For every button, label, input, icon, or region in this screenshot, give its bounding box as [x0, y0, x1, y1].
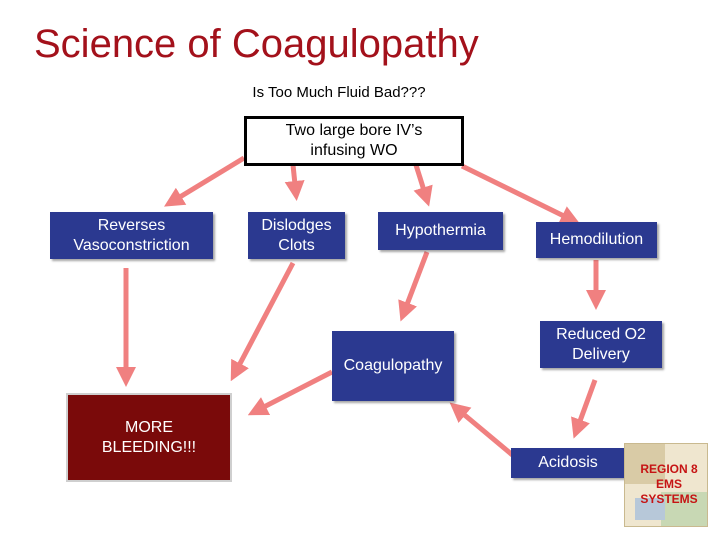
node-reduced-o2-delivery: Reduced O2 Delivery [540, 321, 662, 368]
node-hypothermia: Hypothermia [378, 212, 503, 250]
node-dislodges-clots-label: Dislodges Clots [261, 216, 332, 254]
arrow-acidosis-to-coagulopathy [449, 402, 518, 460]
arrow-start-to-reverses [164, 155, 246, 207]
arrow-reduced-o2-to-acidosis [571, 379, 598, 439]
logo-map-region-a [625, 444, 665, 484]
node-two-large-bore-ivs-label: Two large bore IV’s infusing WO [285, 122, 423, 159]
node-reverses-vasoconstriction: Reverses Vasoconstriction [50, 212, 213, 259]
logo-text: REGION 8 EMS SYSTEMS [631, 462, 707, 507]
logo-line-1: REGION 8 [640, 462, 698, 476]
node-acidosis: Acidosis [511, 448, 625, 478]
logo-map-region-c [635, 498, 665, 520]
arrow-coagulopathy-to-bleeding [247, 369, 334, 416]
node-reduced-o2-delivery-label: Reduced O2 Delivery [556, 325, 646, 363]
node-more-bleeding: MORE BLEEDING!!! [66, 393, 232, 482]
arrow-dislodges-to-bleeding [230, 261, 296, 382]
arrow-start-to-dislodges [284, 164, 305, 201]
node-two-large-bore-ivs: Two large bore IV’s infusing WO [244, 116, 464, 166]
slide-subtitle: Is Too Much Fluid Bad??? [252, 84, 426, 101]
node-hypothermia-label: Hypothermia [395, 222, 486, 239]
node-reverses-vasoconstriction-label: Reverses Vasoconstriction [73, 216, 190, 254]
node-coagulopathy-label: Coagulopathy [343, 357, 443, 374]
slide-title: Science of Coagulopathy [34, 22, 479, 66]
node-hemodilution: Hemodilution [536, 222, 657, 258]
arrow-start-to-hypothermia [413, 164, 433, 207]
node-dislodges-clots: Dislodges Clots [248, 212, 345, 259]
logo-line-3: SYSTEMS [640, 492, 698, 506]
arrow-hypothermia-to-coagulopathy [398, 251, 430, 322]
logo-line-2: EMS [655, 477, 682, 491]
node-coagulopathy: Coagulopathy [332, 331, 454, 401]
logo-map-region-b [661, 492, 707, 526]
region-8-ems-logo: REGION 8 EMS SYSTEMS [624, 443, 708, 527]
node-hemodilution-label: Hemodilution [549, 231, 644, 248]
arrow-start-to-hemodilution [460, 163, 581, 225]
node-acidosis-label: Acidosis [538, 454, 598, 471]
node-more-bleeding-label: MORE BLEEDING!!! [101, 418, 197, 456]
